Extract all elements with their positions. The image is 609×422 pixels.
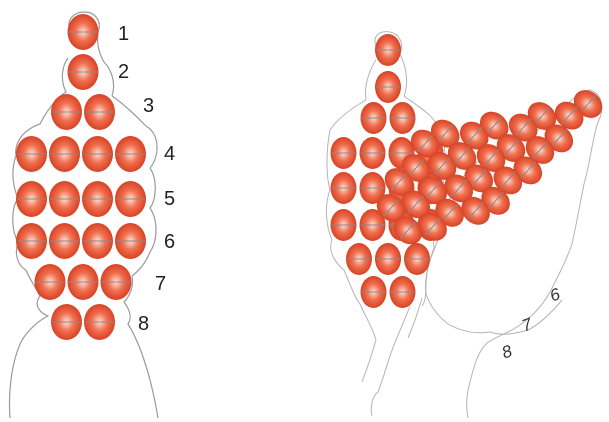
- bead: [68, 264, 99, 300]
- bead: [16, 136, 47, 172]
- row-label-5: 5: [164, 188, 175, 210]
- bead: [16, 181, 47, 217]
- left-diagram: 1 2 3 4 5 6 7 8: [10, 12, 176, 418]
- bead: [51, 94, 82, 130]
- row-label-4: 4: [164, 143, 175, 165]
- bead: [35, 264, 66, 300]
- bead: [115, 181, 146, 217]
- bead: [375, 243, 401, 275]
- bead: [115, 136, 146, 172]
- row-label-7: 7: [155, 273, 166, 295]
- bead: [82, 181, 113, 217]
- bead: [84, 94, 115, 130]
- bead: [390, 102, 416, 134]
- bead: [375, 34, 401, 66]
- bead: [361, 276, 387, 308]
- right-diagram: 6 7 8: [326, 32, 608, 418]
- right-row-labels: 6 7 8: [499, 284, 563, 362]
- bead: [375, 71, 401, 103]
- bead: [51, 304, 82, 340]
- row-label-6: 6: [164, 231, 175, 253]
- row-label-1: 1: [118, 23, 129, 45]
- bead: [390, 276, 416, 308]
- bead: [49, 223, 80, 259]
- row-label-8: 8: [138, 313, 149, 335]
- bead: [68, 54, 99, 90]
- wing-label-7: 7: [519, 314, 535, 335]
- wing-label-6: 6: [547, 284, 563, 305]
- bead: [331, 137, 357, 169]
- bead: [331, 172, 357, 204]
- bead: [360, 137, 386, 169]
- row-label-2: 2: [118, 61, 129, 83]
- bead: [68, 14, 99, 50]
- bead: [49, 136, 80, 172]
- bead: [49, 181, 80, 217]
- bead: [16, 223, 47, 259]
- bead: [84, 304, 115, 340]
- wing-label-8: 8: [499, 341, 515, 362]
- bead: [404, 243, 430, 275]
- row-label-3: 3: [143, 95, 154, 117]
- bead: [101, 264, 132, 300]
- bead: [361, 102, 387, 134]
- bead: [346, 243, 372, 275]
- bead: [82, 223, 113, 259]
- bead: [331, 209, 357, 241]
- bead: [115, 223, 146, 259]
- bead: [82, 136, 113, 172]
